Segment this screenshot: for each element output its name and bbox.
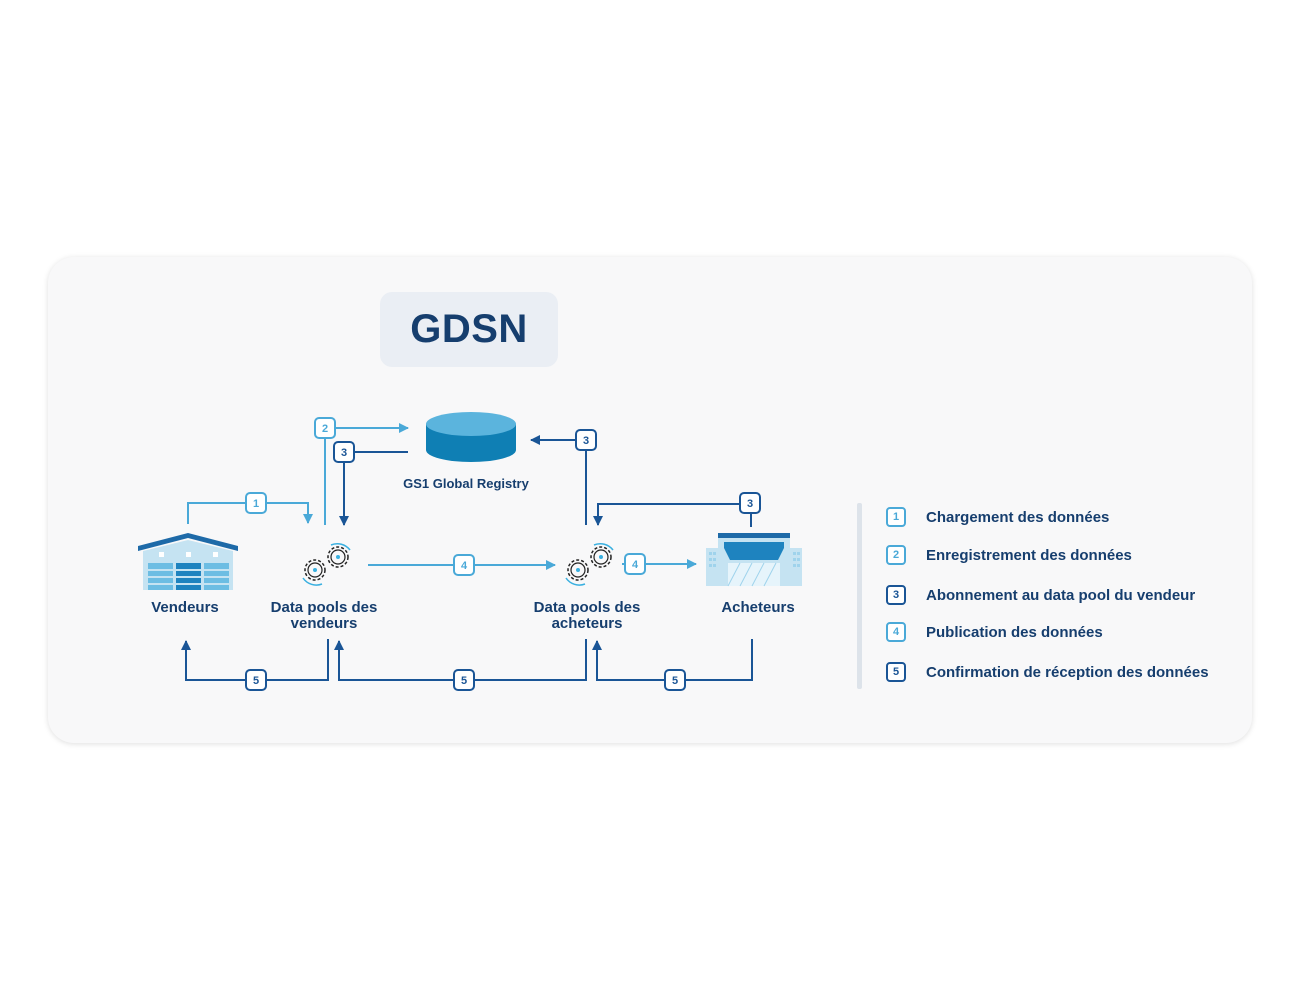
registry-database-icon bbox=[426, 412, 516, 462]
svg-text:1: 1 bbox=[253, 498, 259, 510]
badge-step4-b: 4 bbox=[624, 553, 646, 575]
badge-step4-a: 4 bbox=[453, 554, 475, 576]
svg-text:2: 2 bbox=[322, 423, 328, 435]
buyer-pools-label: Data pools des acheteurs bbox=[512, 600, 662, 632]
legend-item-1: 1 Chargement des données bbox=[886, 507, 1246, 527]
badge-step5-b: 5 bbox=[453, 669, 475, 691]
legend-label-1: Chargement des données bbox=[926, 508, 1110, 526]
legend-badge-5: 5 bbox=[886, 662, 906, 682]
buyers-label: Acheteurs bbox=[721, 599, 795, 616]
svg-text:4: 4 bbox=[632, 559, 639, 571]
legend-item-4: 4 Publication des données bbox=[886, 622, 1246, 642]
svg-text:4: 4 bbox=[461, 560, 468, 572]
buyer-pools-label-line1: Data pools des bbox=[533, 599, 641, 616]
seller-pools-gears-icon bbox=[302, 542, 351, 586]
warehouse-icon bbox=[138, 533, 238, 590]
legend-item-5: 5 Confirmation de réception des données bbox=[886, 662, 1246, 682]
diagram-title: GDSN bbox=[410, 307, 528, 351]
badge-step5-a: 5 bbox=[245, 669, 267, 691]
legend-label-3: Abonnement au data pool du vendeur bbox=[926, 586, 1196, 604]
seller-pools-label-line1: Data pools des bbox=[270, 599, 378, 616]
badge-step3-c: 3 bbox=[739, 492, 761, 514]
registry-label: GS1 Global Registry bbox=[403, 476, 529, 491]
sellers-label: Vendeurs bbox=[151, 599, 219, 616]
legend-badge-1: 1 bbox=[886, 507, 906, 527]
svg-text:3: 3 bbox=[583, 435, 589, 447]
legend-divider bbox=[857, 503, 862, 689]
buyer-pools-gears-icon bbox=[565, 542, 614, 586]
legend-item-2: 2 Enregistrement des données bbox=[886, 545, 1246, 565]
legend-badge-4: 4 bbox=[886, 622, 906, 642]
legend-badge-3: 3 bbox=[886, 585, 906, 605]
badge-step2: 2 bbox=[314, 417, 336, 439]
badge-step3-a: 3 bbox=[333, 441, 355, 463]
legend-label-2: Enregistrement des données bbox=[926, 546, 1132, 564]
svg-text:3: 3 bbox=[747, 498, 753, 510]
svg-text:5: 5 bbox=[672, 675, 678, 687]
seller-pools-label-line2: vendeurs bbox=[290, 615, 358, 632]
buyer-pools-label-line2: acheteurs bbox=[551, 615, 623, 632]
legend-label-5: Confirmation de réception des données bbox=[926, 663, 1209, 681]
legend-label-4: Publication des données bbox=[926, 623, 1103, 641]
arrow-step3-c bbox=[593, 503, 752, 527]
title-box: GDSN bbox=[380, 292, 558, 367]
legend-item-3: 3 Abonnement au data pool du vendeur bbox=[886, 585, 1246, 605]
legend-badge-2: 2 bbox=[886, 545, 906, 565]
svg-text:5: 5 bbox=[253, 675, 259, 687]
badge-step1: 1 bbox=[245, 492, 267, 514]
store-icon bbox=[706, 533, 802, 587]
badge-step5-c: 5 bbox=[664, 669, 686, 691]
svg-text:3: 3 bbox=[341, 447, 347, 459]
seller-pools-label: Data pools des vendeurs bbox=[249, 600, 399, 632]
svg-text:5: 5 bbox=[461, 675, 467, 687]
badge-step3-b: 3 bbox=[575, 429, 597, 451]
